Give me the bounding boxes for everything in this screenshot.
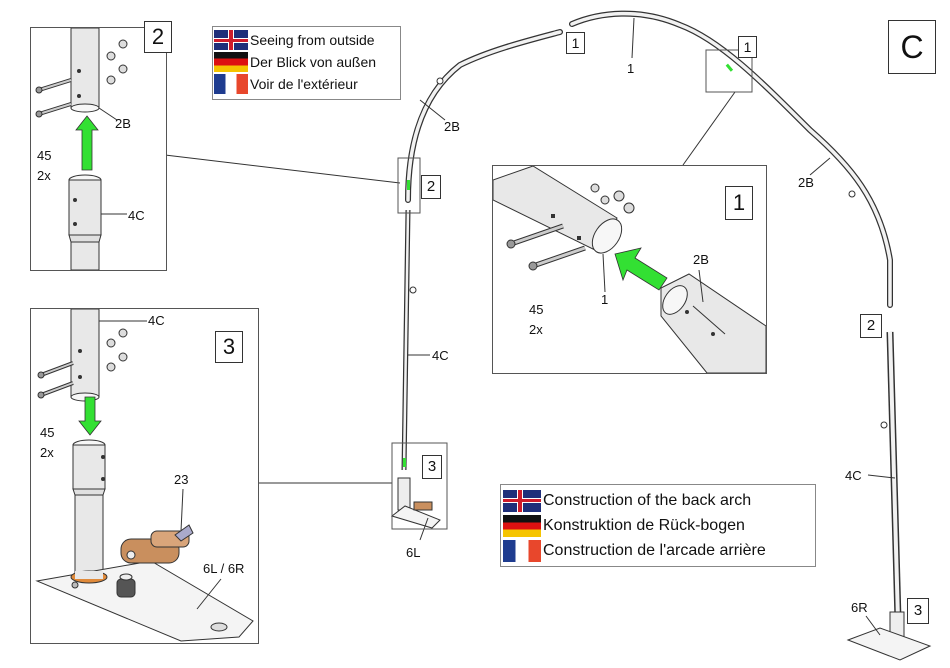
legend-text-de: Der Blick von außen (250, 54, 376, 70)
detail-1-bolt-qty: 2x (529, 322, 543, 337)
de-flag-icon (214, 52, 248, 72)
detail-2-panel: 2 2B 4C 45 2x (30, 27, 167, 271)
bolt-icon (36, 80, 71, 117)
legend-row-en: Seeing from outside (214, 29, 400, 51)
detail-3-step-badge: 3 (215, 331, 243, 363)
legend-text-fr: Voir de l'extérieur (250, 76, 358, 92)
detail-2-bolt-id: 45 (37, 148, 51, 163)
gb-flag-icon (214, 30, 248, 50)
step-3-right-badge: 3 (907, 598, 929, 624)
detail-1-label-1: 1 (601, 292, 608, 307)
gb-flag-icon (503, 490, 541, 512)
step-3-left-badge: 3 (422, 455, 442, 479)
detail-2-label-2b: 2B (115, 116, 131, 131)
label-right-leg: 4C (845, 468, 862, 483)
detail-2-step-badge: 2 (144, 21, 172, 53)
top-connector-green (726, 64, 733, 72)
title-text-fr: Construction de l'arcade arrière (543, 542, 766, 560)
legend-row-fr: Voir de l'extérieur (214, 73, 400, 95)
label-left-leg: 4C (432, 348, 449, 363)
legend-title-row-fr: Construction de l'arcade arrière (503, 538, 815, 563)
green-arrow-down-icon (79, 397, 101, 435)
legend-viewpoint: Seeing from outside Der Blick von außen … (212, 26, 401, 100)
detail-2-bolt-qty: 2x (37, 168, 51, 183)
detail-3-label-4c: 4C (148, 313, 165, 328)
step-1-left-badge: 1 (566, 32, 585, 54)
legend-text-en: Seeing from outside (250, 32, 375, 48)
bottom-connector-green (403, 458, 406, 467)
legend-title-row-de: Konstruktion de Rück-bogen (503, 513, 815, 538)
detail-3-label-base: 6L / 6R (203, 561, 244, 576)
fr-flag-icon (503, 540, 541, 562)
legend-title-row-en: Construction of the back arch (503, 488, 815, 513)
detail-3-label-23: 23 (174, 472, 188, 487)
green-arrow-up-icon (76, 116, 98, 170)
label-left-base: 6L (406, 545, 420, 560)
detail-3-bolt-id: 45 (40, 425, 54, 440)
detail-1-panel: 1 1 2B 45 2x (492, 165, 767, 374)
label-right-base: 6R (851, 600, 868, 615)
detail-3-panel: 3 4C 45 2x 23 6L / 6R (30, 308, 259, 644)
left-base-plate (392, 478, 440, 528)
detail-2-label-4c: 4C (128, 208, 145, 223)
fr-flag-icon (214, 74, 248, 94)
legend-title: Construction of the back arch Konstrukti… (500, 484, 816, 567)
label-left-bend: 2B (444, 119, 460, 134)
bolt-icon (38, 363, 73, 398)
nut-icon (119, 40, 127, 48)
green-arrow-diagonal-icon (615, 248, 667, 290)
left-connector-green (407, 180, 410, 190)
clip-part-icon (121, 525, 193, 563)
page-label: C (888, 20, 936, 74)
detail-1-bolt-id: 45 (529, 302, 543, 317)
detail-1-step-badge: 1 (725, 186, 753, 220)
callout-line-detail-2 (165, 155, 400, 183)
label-right-bend: 2B (798, 175, 814, 190)
de-flag-icon (503, 515, 541, 537)
callout-line-detail-1 (683, 92, 735, 165)
detail-3-bolt-qty: 2x (40, 445, 54, 460)
detail-1-label-2b: 2B (693, 252, 709, 267)
step-2-left-badge: 2 (421, 175, 441, 199)
title-text-en: Construction of the back arch (543, 492, 751, 510)
step-1-right-badge: 1 (738, 36, 757, 58)
label-top-tube: 1 (627, 61, 634, 76)
legend-row-de: Der Blick von außen (214, 51, 400, 73)
step-2-right-badge: 2 (860, 314, 882, 338)
title-text-de: Konstruktion de Rück-bogen (543, 517, 745, 535)
